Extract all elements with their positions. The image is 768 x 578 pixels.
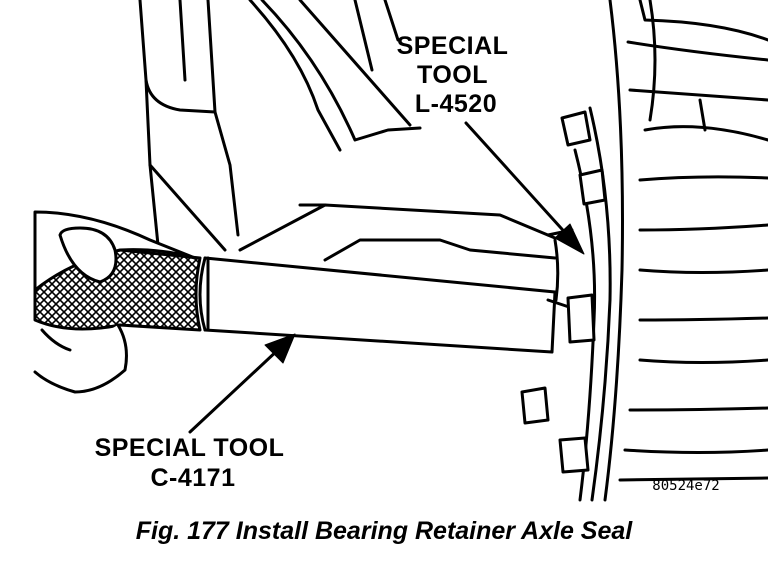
callout-l4520-line1: SPECIAL: [397, 32, 508, 60]
figure-code: 80524e72: [652, 478, 719, 494]
arrowhead-l4520-icon: [554, 223, 585, 255]
leader-line-c4171: [188, 346, 282, 434]
tire: [603, 0, 768, 502]
tool-c4171-handle: [198, 256, 557, 354]
callout-l4520-line2: TOOL: [417, 61, 488, 89]
callout-c4171-line1: SPECIAL TOOL: [95, 434, 284, 462]
callout-c4171: SPECIAL TOOL C-4171: [95, 434, 292, 492]
axle-housing: [138, 0, 557, 262]
figure-caption: Fig. 177 Install Bearing Retainer Axle S…: [135, 517, 633, 545]
callout-l4520: SPECIAL TOOL L-4520: [397, 32, 516, 118]
arrowhead-c4171-icon: [264, 333, 296, 364]
callout-c4171-line2: C-4171: [151, 464, 236, 492]
wheel-studs: [520, 110, 607, 474]
hand: [33, 210, 197, 394]
leader-line-l4520: [464, 121, 572, 240]
callout-l4520-line3: L-4520: [415, 90, 497, 118]
